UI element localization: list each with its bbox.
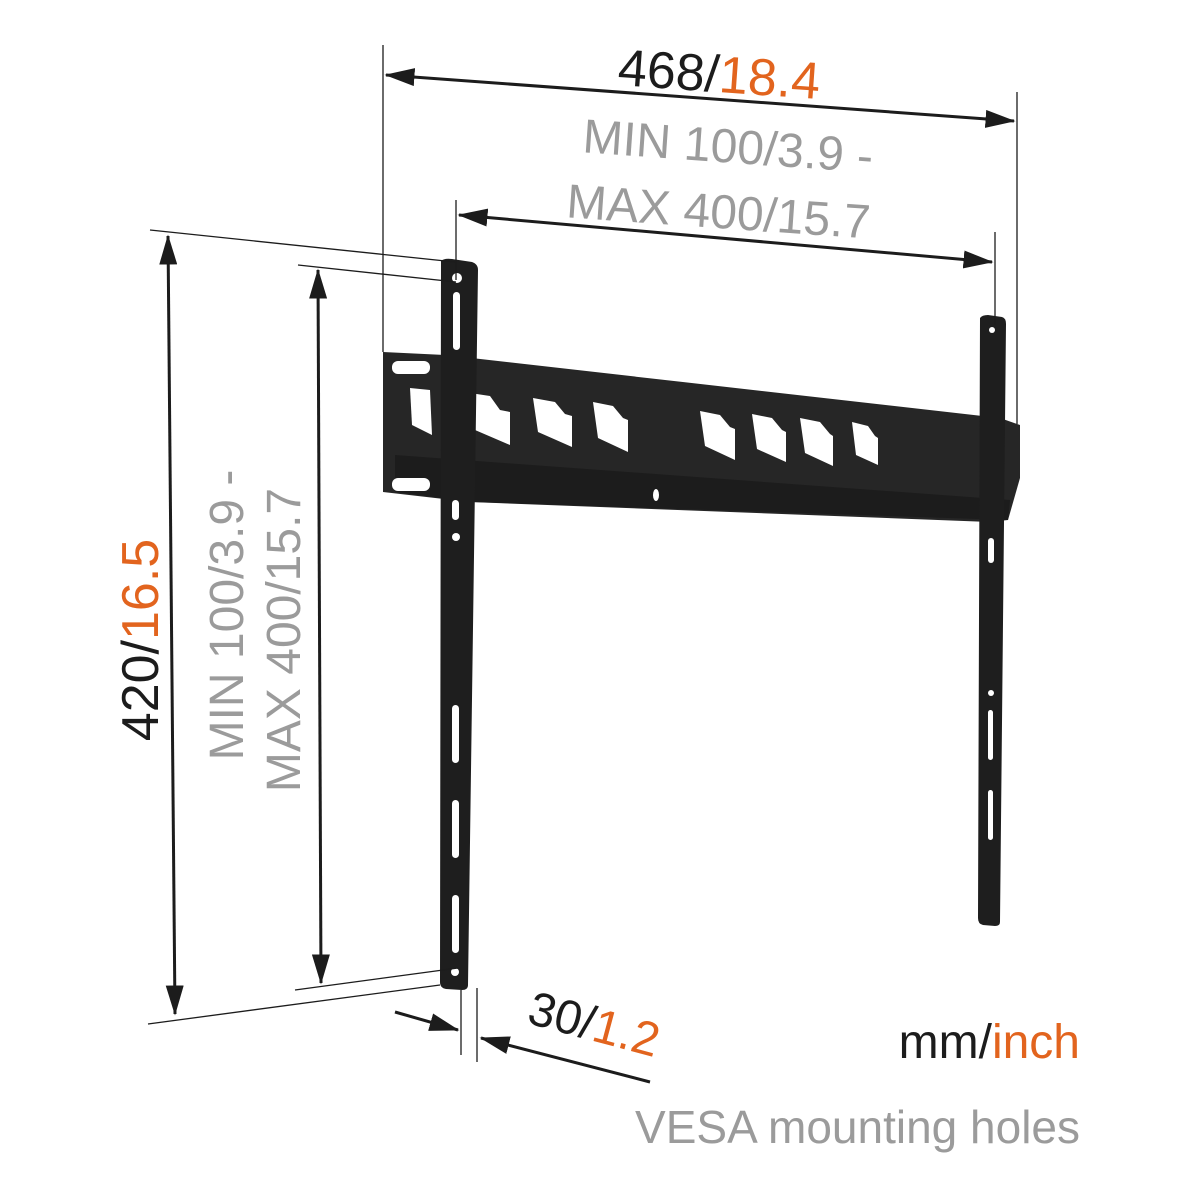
rail-shadow (395, 455, 1010, 520)
svg-text:mm/inch: mm/inch (899, 1016, 1080, 1069)
vesa-v-line1: MIN 100/3.9 - (201, 470, 254, 761)
vesa-h-line2-b: 15.7 (775, 190, 872, 249)
depth-dimension: 30/1.2 (394, 982, 665, 1084)
right-strip-holes (988, 327, 995, 840)
vesa-v-line2: MAX 400/15.7 (258, 488, 311, 792)
rail-slots (392, 361, 878, 501)
vesa-vertical-dimension: MIN 100/3.9 - MAX 400/15.7 (201, 264, 459, 991)
overall-height-inch: 16.5 (112, 539, 170, 640)
legend-caption: VESA mounting holes (635, 1101, 1080, 1153)
wall-bracket-image (383, 258, 1020, 990)
overall-width-mm: 468 (616, 39, 707, 103)
right-vertical-strip (978, 315, 1006, 926)
overall-height-dimension: 420/16.5 (112, 229, 456, 1025)
left-vertical-strip (440, 258, 478, 990)
overall-width-inch: 18.4 (717, 46, 822, 111)
svg-text:MAX 400/15.7: MAX 400/15.7 (565, 175, 872, 249)
overall-height-mm: 420 (112, 654, 170, 741)
overall-width-dimension: 468/18.4 (382, 39, 1018, 424)
depth-inch: 1.2 (587, 999, 665, 1067)
unit-legend: mm/inch VESA mounting holes (635, 1016, 1080, 1153)
legend-inch: inch (992, 1016, 1080, 1069)
vesa-horizontal-dimension: MIN 100/3.9 - MAX 400/15.7 (455, 110, 996, 325)
vesa-h-line1: MIN 100/3.9 - (581, 110, 875, 183)
left-strip-holes (451, 273, 462, 976)
svg-text:468/18.4: 468/18.4 (616, 39, 822, 111)
legend-mm: mm (899, 1016, 979, 1069)
vesa-h-line2-a: MAX 400/ (565, 175, 780, 243)
svg-text:420/16.5: 420/16.5 (112, 539, 170, 741)
